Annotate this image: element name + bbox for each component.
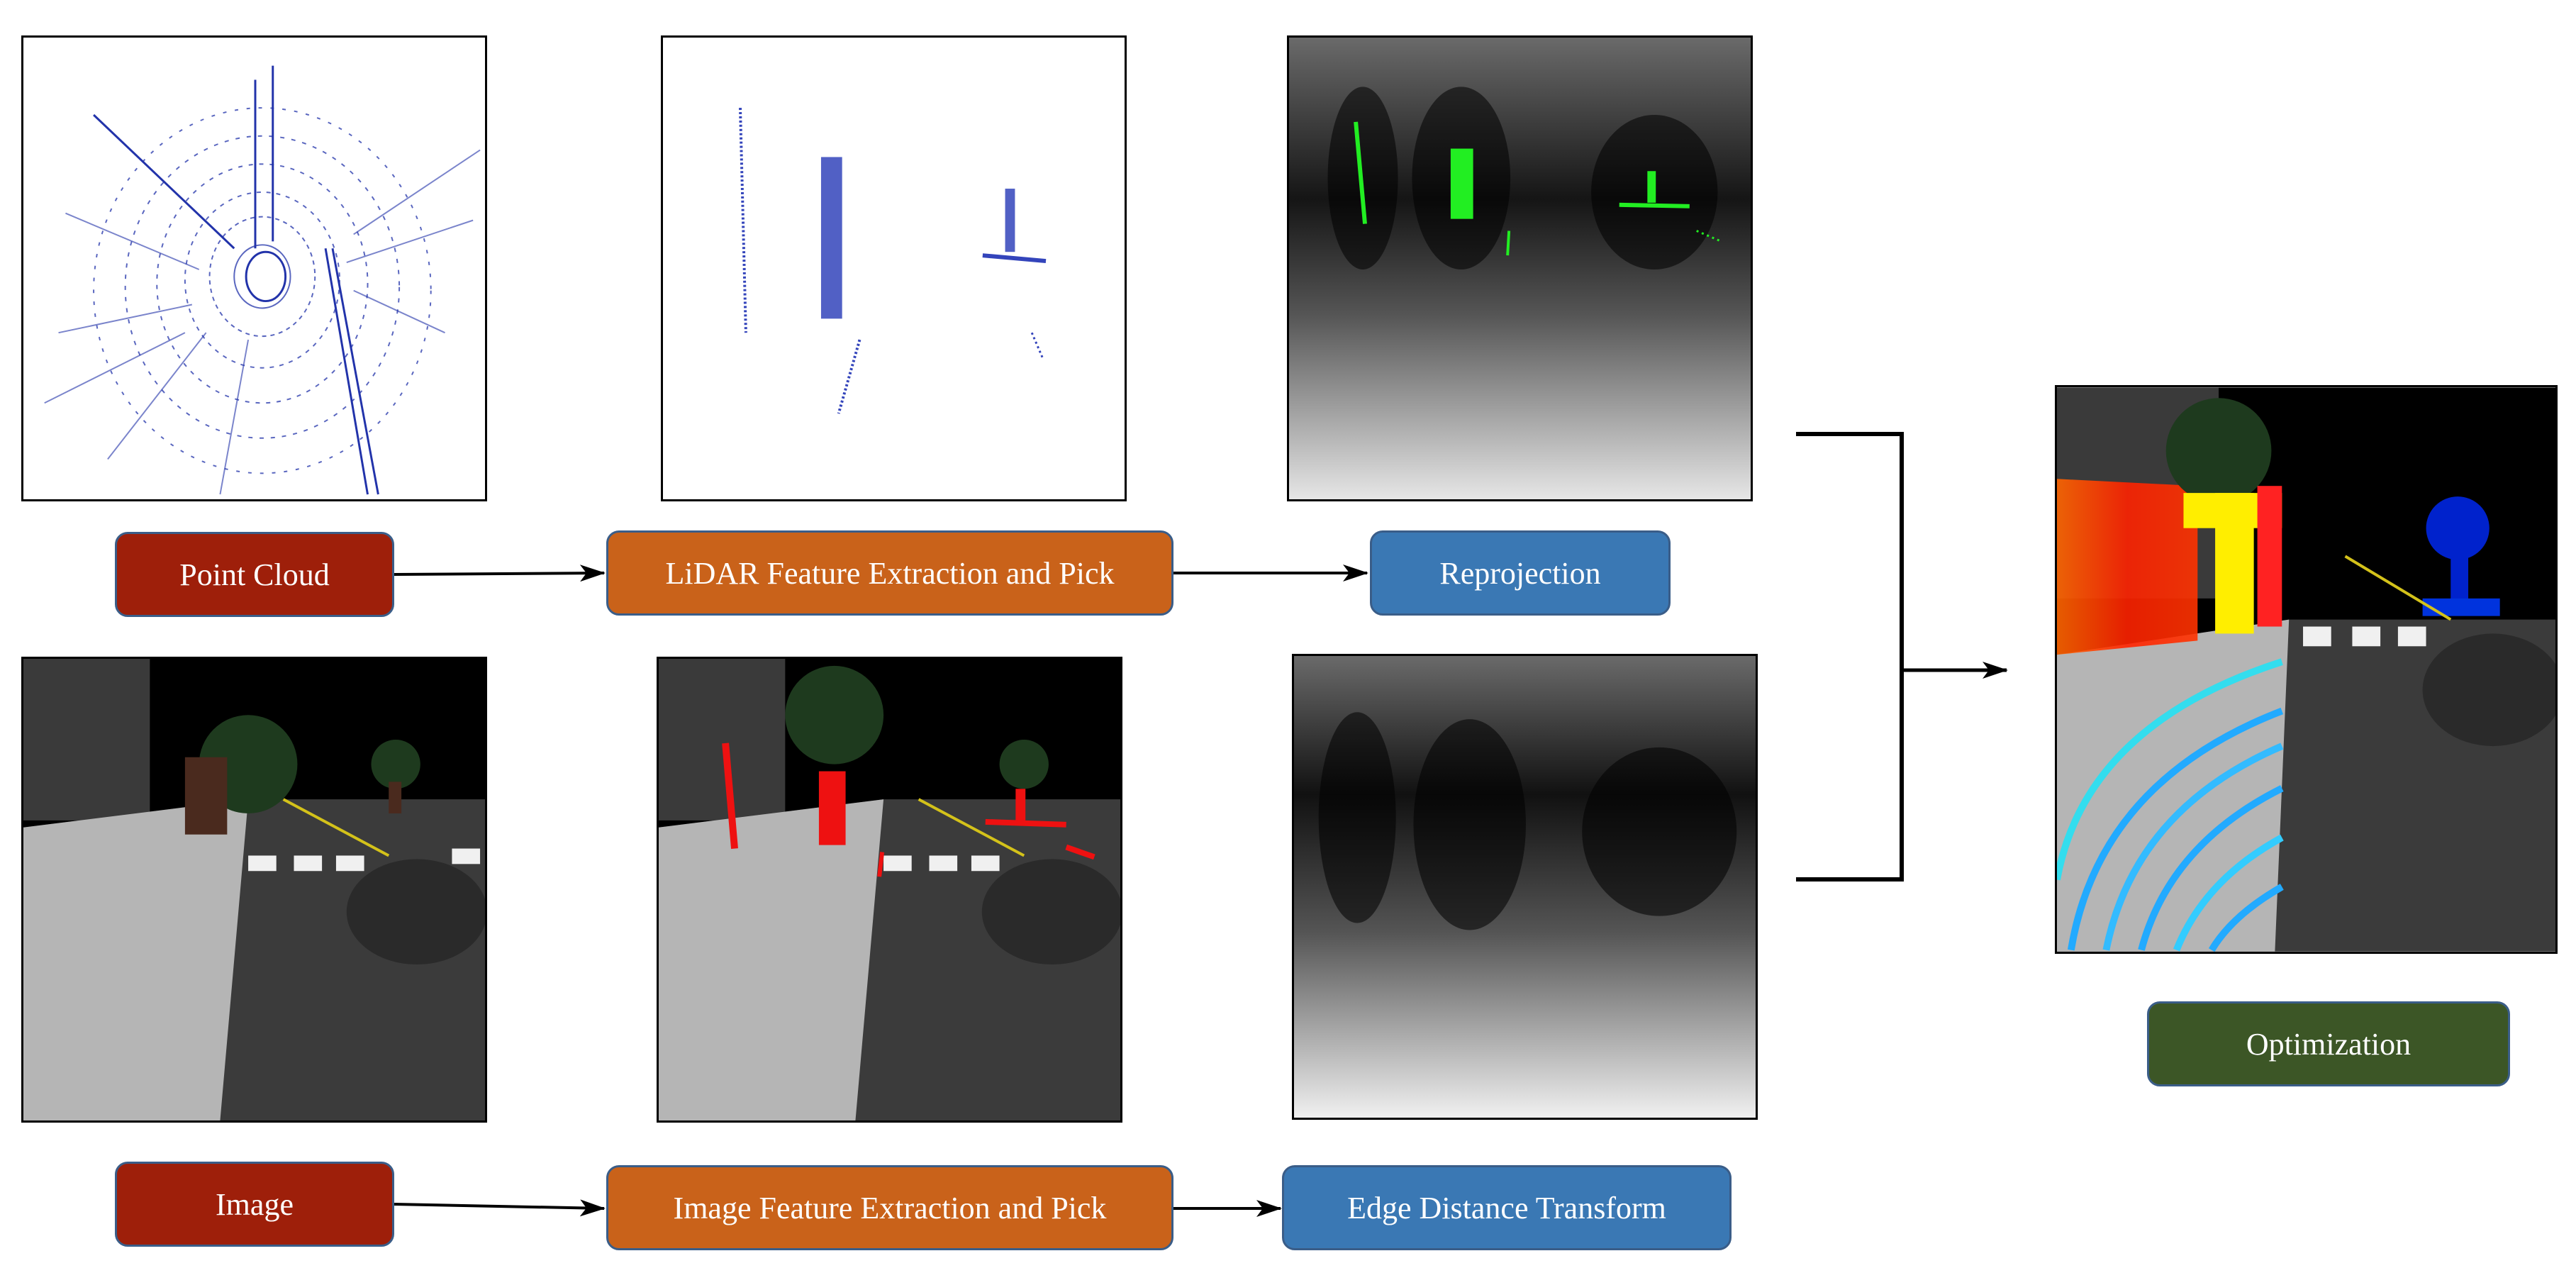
edge-distance-node: Edge Distance Transform	[1282, 1165, 1732, 1250]
optimization-node: Optimization	[2147, 1001, 2510, 1086]
edge-distance-panel	[1292, 654, 1758, 1120]
image-features-panel	[657, 657, 1122, 1123]
point-cloud-node: Point Cloud	[115, 532, 394, 617]
point-cloud-view	[23, 38, 485, 499]
optimization-result-view	[2057, 387, 2555, 952]
lidar-feature-label: LiDAR Feature Extraction and Pick	[665, 555, 1115, 591]
image-feature-label: Image Feature Extraction and Pick	[673, 1190, 1107, 1225]
image-node: Image	[115, 1162, 394, 1247]
reprojection-view	[1289, 38, 1751, 499]
lidar-feature-node: LiDAR Feature Extraction and Pick	[606, 530, 1173, 616]
reprojection-node: Reprojection	[1370, 530, 1671, 616]
image-label: Image	[216, 1186, 294, 1222]
reprojection-label: Reprojection	[1439, 555, 1601, 591]
image-feature-node: Image Feature Extraction and Pick	[606, 1165, 1173, 1250]
image-features-view	[659, 659, 1120, 1120]
edge-distance-label: Edge Distance Transform	[1347, 1190, 1666, 1225]
camera-image-view	[23, 659, 485, 1120]
reprojection-panel	[1287, 35, 1753, 501]
lidar-features-panel	[661, 35, 1127, 501]
optimization-label: Optimization	[2246, 1026, 2411, 1062]
point-cloud-panel	[21, 35, 487, 501]
point-cloud-label: Point Cloud	[179, 557, 330, 592]
camera-image-panel	[21, 657, 487, 1123]
arrow-image-to-feature	[394, 1199, 606, 1217]
arrow-pointcloud-to-lidar	[394, 565, 606, 582]
optimization-result-panel	[2055, 385, 2558, 954]
edge-distance-view	[1294, 656, 1756, 1118]
merge-bracket	[1796, 432, 1904, 882]
lidar-features-view	[663, 38, 1125, 499]
